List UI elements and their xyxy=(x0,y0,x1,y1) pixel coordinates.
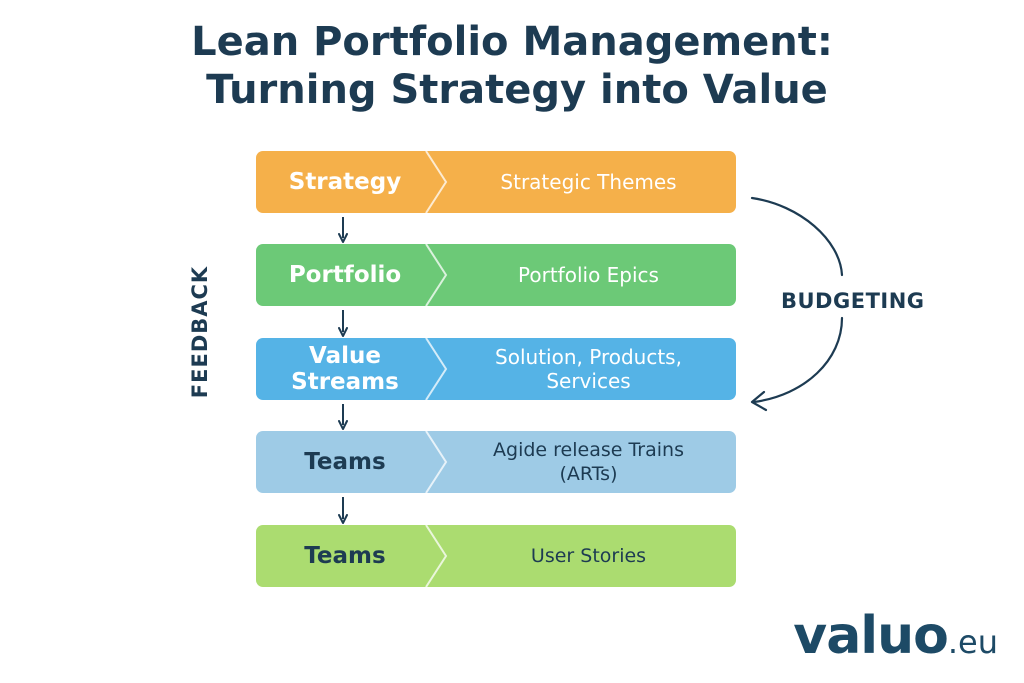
level-name: Portfolio xyxy=(288,262,402,288)
level-artifact: Solution, Products,Services xyxy=(441,338,736,400)
chevron-divider-icon xyxy=(425,244,448,306)
level-artifact-line: (ARTs) xyxy=(559,463,618,485)
logo-main: valuo xyxy=(793,606,949,666)
chevron-divider-icon xyxy=(425,338,448,400)
level-row: Teams User Stories xyxy=(256,525,736,587)
level-row: Teams Agide release Trains(ARTs) xyxy=(256,431,736,493)
level-artifact: Portfolio Epics xyxy=(441,244,736,306)
chevron-divider-icon xyxy=(425,431,448,493)
title-line-2: Turning Strategy into Value xyxy=(206,67,828,113)
level-artifact-line: Strategic Themes xyxy=(500,170,677,194)
level-row: Value Streams Solution, Products,Services xyxy=(256,338,736,400)
level-artifact-line: Services xyxy=(546,369,631,393)
curved-arrow-icon xyxy=(750,196,844,404)
level-artifact: Agide release Trains(ARTs) xyxy=(441,431,736,493)
page-title: Lean Portfolio Management: Turning Strat… xyxy=(0,18,1024,114)
level-name: Strategy xyxy=(288,169,402,195)
budgeting-label: BUDGETING xyxy=(781,289,925,313)
level-artifact-line: User Stories xyxy=(530,545,647,567)
level-name: Value Streams xyxy=(291,343,399,395)
logo-tld: .eu xyxy=(947,623,998,661)
level-row: Strategy Strategic Themes xyxy=(256,151,736,213)
level-artifact-line: Solution, Products, xyxy=(495,345,682,369)
chevron-divider-icon xyxy=(425,151,448,213)
chevron-divider-icon xyxy=(425,525,448,587)
level-artifact-line: Agide release Trains xyxy=(493,439,684,461)
title-line-1: Lean Portfolio Management: xyxy=(191,19,833,65)
level-name: Teams xyxy=(304,543,386,569)
curved-arrow-head xyxy=(750,390,768,412)
level-name: Teams xyxy=(304,449,386,475)
level-artifact: Strategic Themes xyxy=(441,151,736,213)
level-artifact: User Stories xyxy=(441,525,736,587)
brand-logo: valuo.eu xyxy=(793,606,998,666)
level-artifact-line: Portfolio Epics xyxy=(518,263,659,287)
level-row: Portfolio Portfolio Epics xyxy=(256,244,736,306)
